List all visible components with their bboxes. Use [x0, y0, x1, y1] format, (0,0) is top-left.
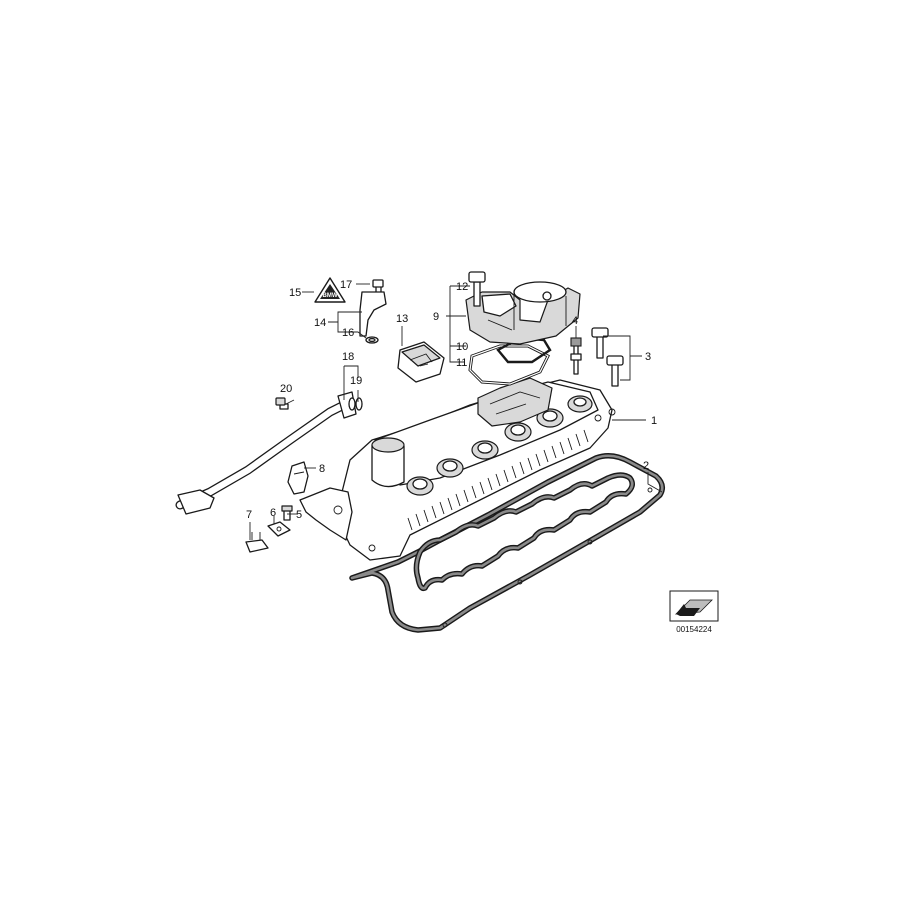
cylinder-head-cover — [299, 377, 616, 561]
cover-gasket — [349, 453, 665, 633]
orientation-arrow-icon — [674, 599, 713, 616]
warning-label-text: BMW — [323, 293, 338, 299]
callout-19: 19 — [350, 375, 362, 387]
callout-15: 15 — [289, 287, 301, 299]
callout-2: 2 — [643, 460, 649, 472]
callout-14: 14 — [314, 317, 326, 329]
sensor-assembly — [359, 279, 387, 344]
callout-11: 11 — [456, 357, 467, 369]
oil-filler-cap — [397, 341, 445, 383]
callout-17: 17 — [340, 279, 352, 291]
stud-4 — [570, 337, 582, 375]
warning-triangle-icon: BMW — [314, 277, 346, 303]
callout-18: 18 — [342, 351, 354, 363]
catalog-number: 00154224 — [676, 625, 712, 634]
callout-16: 16 — [342, 327, 354, 339]
callout-4: 4 — [572, 315, 578, 327]
callout-13: 13 — [396, 313, 408, 325]
callout-labels: 1 2 3 4 5 6 7 8 9 10 11 12 13 14 15 16 1… — [246, 279, 657, 521]
callout-9: 9 — [433, 311, 439, 323]
small-parts-5-6-7 — [245, 505, 293, 553]
bracket-8 — [287, 461, 309, 495]
callout-1: 1 — [651, 415, 657, 427]
spark-plug-gasket — [413, 472, 635, 592]
orientation-badge: 00154224 — [669, 590, 719, 634]
callout-7: 7 — [246, 509, 252, 521]
callout-8: 8 — [319, 463, 325, 475]
callout-20: 20 — [280, 383, 292, 395]
ventilation-valve — [465, 281, 581, 345]
bolt-12 — [468, 271, 486, 307]
leader-lines — [249, 283, 663, 540]
callout-6: 6 — [270, 507, 276, 519]
callout-5: 5 — [296, 509, 302, 521]
dipstick-guide — [175, 391, 363, 515]
callout-10: 10 — [456, 341, 468, 353]
callout-3: 3 — [645, 351, 651, 363]
bolts-3 — [591, 327, 624, 387]
callout-12: 12 — [456, 281, 468, 293]
breather-gaskets — [468, 336, 552, 386]
